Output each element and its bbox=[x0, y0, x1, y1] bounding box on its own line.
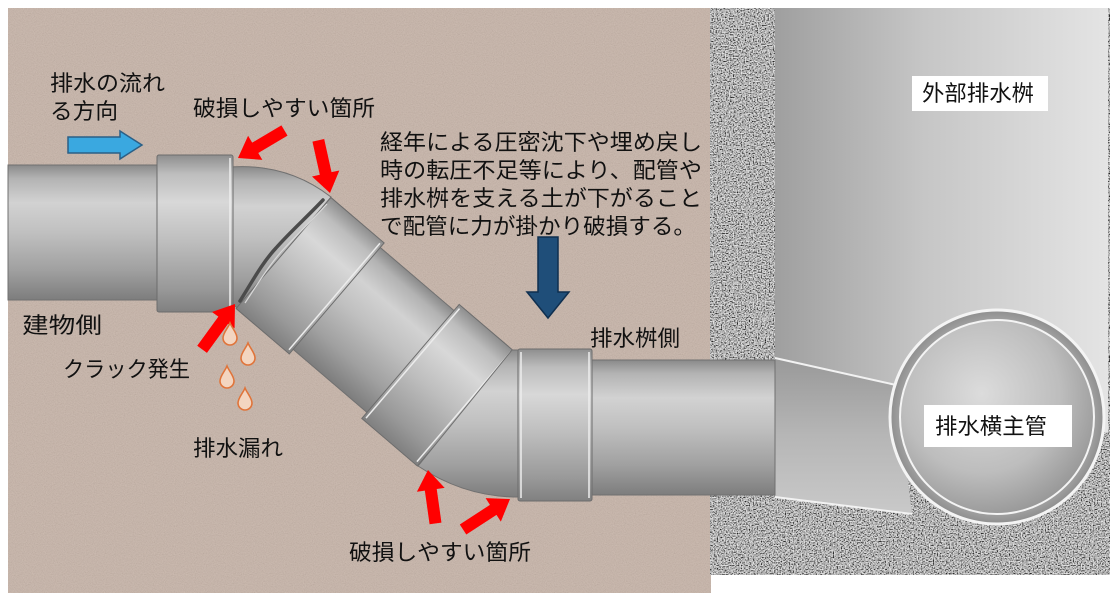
crack-line bbox=[238, 198, 328, 304]
crack-label: クラック発生 bbox=[63, 358, 190, 383]
pipe-connection bbox=[774, 357, 913, 515]
main-pipe-label-box: 排水横主管 bbox=[924, 405, 1072, 447]
flow-direction-label-line1: 排水の流れ bbox=[50, 72, 165, 97]
damage-arrow-icon bbox=[416, 470, 445, 525]
explanation-line-4: で配管に力が掛かり破損する。 bbox=[380, 215, 696, 240]
damage-prone-label-top: 破損しやすい箇所 bbox=[193, 97, 375, 122]
right-coupler bbox=[517, 348, 593, 502]
water-drop-icon bbox=[219, 363, 235, 389]
crack-arrow-icon bbox=[197, 304, 235, 353]
flow-direction-arrow-icon bbox=[67, 129, 144, 161]
explanation-line-2: 時の転圧不足等により、配管や bbox=[380, 159, 702, 184]
damage-prone-label-bottom: 破損しやすい箇所 bbox=[349, 541, 531, 566]
explanation-line-1: 経年による圧密沈下や埋め戻し bbox=[380, 131, 702, 156]
damage-arrow-icon bbox=[238, 125, 288, 160]
external-basin-label: 外部排水桝 bbox=[922, 82, 1034, 107]
building-side-label: 建物側 bbox=[22, 314, 102, 339]
left-coupler bbox=[156, 154, 234, 313]
damage-arrow-icon bbox=[459, 498, 510, 535]
water-drop-icon bbox=[237, 385, 253, 411]
basin-side-label: 排水桝側 bbox=[590, 327, 680, 352]
external-basin-label-box: 外部排水桝 bbox=[912, 76, 1048, 111]
main-pipe-label: 排水横主管 bbox=[935, 415, 1047, 440]
leak-label: 排水漏れ bbox=[193, 437, 283, 462]
water-drop-icon bbox=[240, 340, 256, 366]
explanation-line-3: 排水桝を支える土が下がること bbox=[380, 187, 702, 212]
building-side-pipe bbox=[7, 164, 161, 301]
diagonal-pipe bbox=[235, 196, 516, 467]
diagonal-socket-upper bbox=[235, 196, 385, 355]
flow-direction-label-line2: る方向 bbox=[50, 100, 118, 125]
water-drop-icon bbox=[222, 320, 238, 346]
basin-side-pipe bbox=[587, 359, 776, 496]
settlement-down-arrow-icon bbox=[525, 236, 571, 320]
damage-arrow-icon bbox=[312, 138, 340, 193]
